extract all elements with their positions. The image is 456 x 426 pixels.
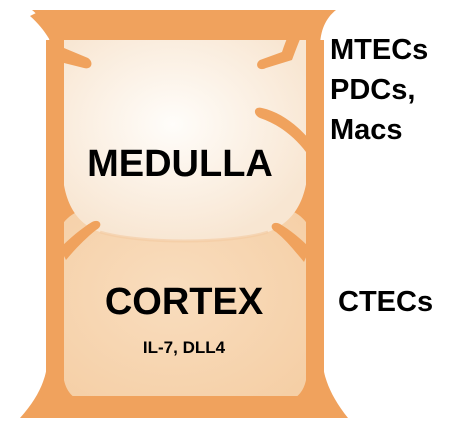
medulla-label: MEDULLA [82, 142, 278, 186]
cortex-cell-type-ctecs: CTECs [338, 282, 433, 322]
cortex-label: CORTEX [96, 280, 272, 324]
capsule-left-wall [30, 40, 64, 412]
medulla-region [62, 40, 308, 241]
cortex-factors-label: IL-7, DLL4 [110, 337, 258, 359]
cell-type-mtecs: MTECs [330, 30, 428, 70]
medulla-cell-types: MTECs PDCs, Macs [330, 30, 428, 150]
cell-type-pdcs: PDCs, [330, 70, 428, 110]
capsule-bottom-wall [30, 396, 340, 418]
cell-type-macs: Macs [330, 110, 428, 150]
